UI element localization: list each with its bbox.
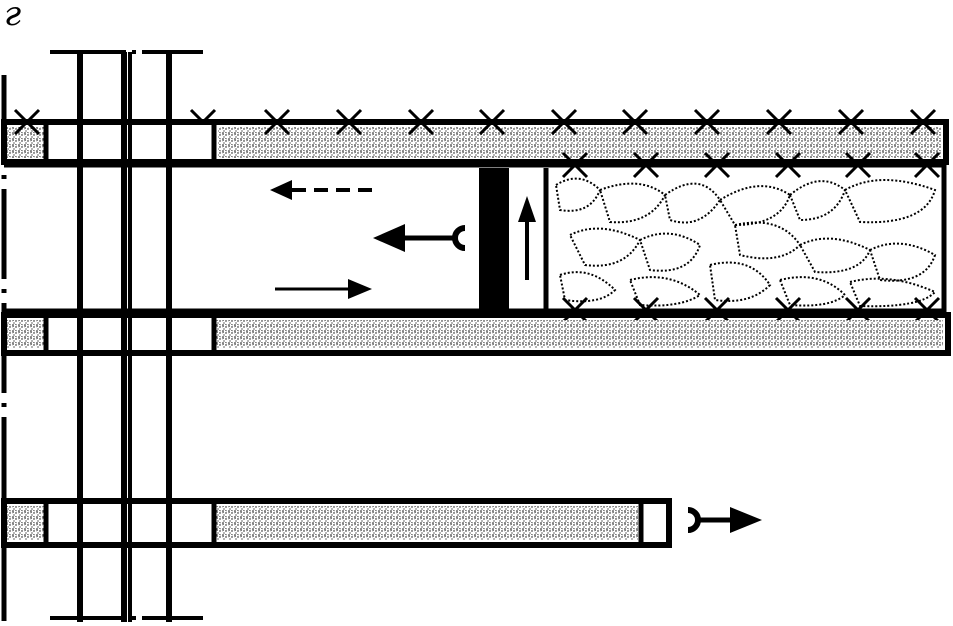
goaf-crosses-upper (561, 151, 941, 179)
outgoing-stream-arrow-lower (687, 507, 762, 533)
return-air-arrow (270, 180, 372, 200)
face-support (479, 168, 509, 310)
face-advance-arrow (518, 196, 536, 280)
vertical-crosscuts (43, 50, 217, 622)
figure-label: г (4, 0, 22, 34)
caved-goaf-zone (554, 177, 937, 308)
middle-pillar-band (1, 312, 951, 356)
top-pillar-band (1, 108, 949, 165)
fresh-air-arrow (275, 279, 372, 299)
bottom-drift (1, 498, 672, 548)
outgoing-stream-arrow-upper (373, 224, 466, 252)
